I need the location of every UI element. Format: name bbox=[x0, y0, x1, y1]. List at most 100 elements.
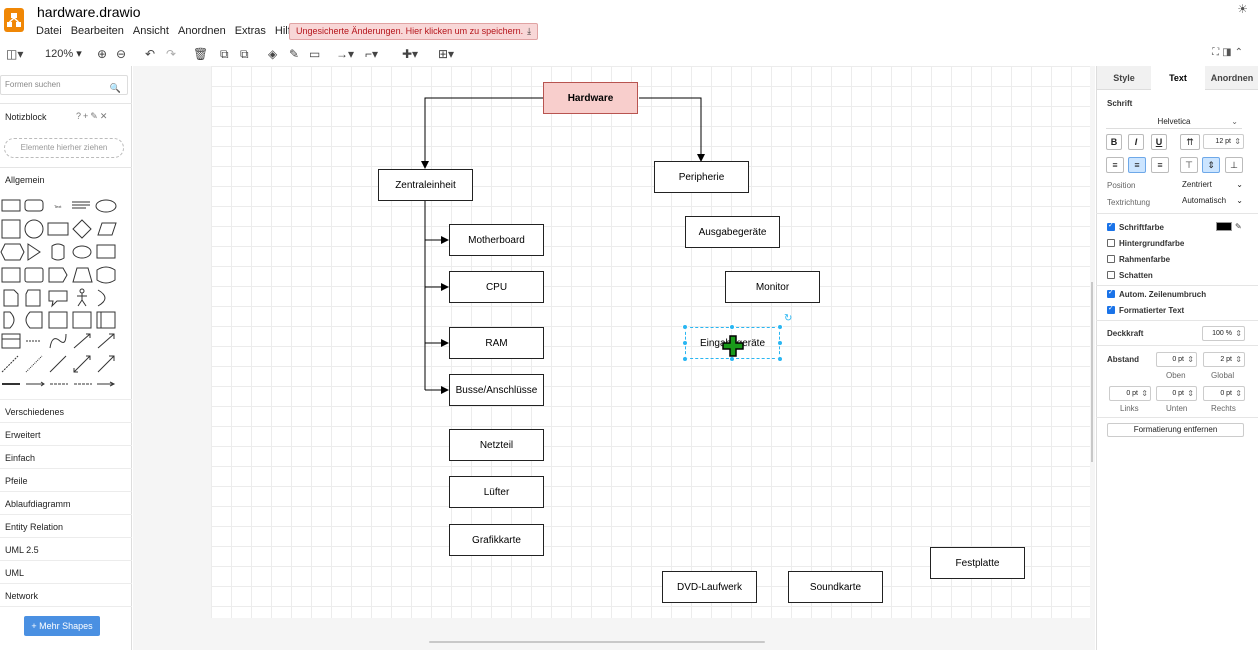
to-back-icon[interactable]: ⧉ bbox=[240, 47, 249, 61]
fill-color-icon[interactable]: ◈ bbox=[268, 47, 278, 61]
hintergrundfarbe-checkbox[interactable] bbox=[1107, 239, 1115, 247]
align-left-button[interactable]: ≡ bbox=[1106, 157, 1124, 173]
category-entity-relation[interactable]: Entity Relation bbox=[5, 522, 64, 532]
section-allgemein[interactable]: Allgemein bbox=[5, 175, 45, 185]
view-panels-icon[interactable]: ◫▾ bbox=[6, 47, 24, 61]
category-einfach[interactable]: Einfach bbox=[5, 453, 36, 463]
collapse-icon[interactable]: ⌃ bbox=[1234, 47, 1246, 58]
tab-anordnen[interactable]: Anordnen bbox=[1205, 66, 1258, 90]
deckkraft-input[interactable]: 100 % bbox=[1202, 326, 1245, 341]
category-ablaufdiagramm[interactable]: Ablaufdiagramm bbox=[5, 499, 71, 509]
search-icon[interactable]: 🔍 bbox=[109, 83, 121, 93]
delete-icon[interactable]: 🗑 bbox=[193, 47, 209, 61]
shadow-icon[interactable]: ▭ bbox=[309, 47, 321, 61]
tab-style[interactable]: Style bbox=[1097, 66, 1151, 90]
node-cpu[interactable]: CPU bbox=[449, 271, 544, 303]
category-verschiedenes[interactable]: Verschiedenes bbox=[5, 407, 65, 417]
zoom-out-icon[interactable]: ⊖ bbox=[116, 47, 127, 61]
align-top-button[interactable]: ⊤ bbox=[1180, 157, 1198, 173]
notizblock-title[interactable]: Notizblock bbox=[5, 112, 47, 122]
insert-plus-icon[interactable]: ✚▾ bbox=[402, 47, 419, 61]
rahmenfarbe-checkbox[interactable] bbox=[1107, 255, 1115, 263]
zeilenumbruch-checkbox[interactable] bbox=[1107, 288, 1115, 298]
textrichtung-select[interactable]: Automatisch⌄ bbox=[1182, 194, 1245, 208]
menu-anordnen[interactable]: Anordnen bbox=[177, 25, 226, 37]
zoom-dropdown[interactable]: 120% ▾ bbox=[45, 48, 82, 60]
undo-icon[interactable]: ↶ bbox=[145, 47, 156, 61]
format-panel-icon[interactable]: ◨ bbox=[1222, 47, 1235, 58]
align-center-button[interactable]: ≡ bbox=[1128, 157, 1146, 173]
search-shapes-input[interactable]: Formen suchen 🔍 bbox=[0, 75, 128, 95]
node-peripherie[interactable]: Peripherie bbox=[654, 161, 749, 193]
bold-button[interactable]: B bbox=[1106, 134, 1122, 150]
spacing-top-input[interactable]: 0 pt bbox=[1156, 352, 1197, 367]
remove-formatting-button[interactable]: Formatierung entfernen bbox=[1107, 423, 1244, 437]
spacing-global-input[interactable]: 2 pt bbox=[1203, 352, 1245, 367]
help-icon[interactable]: ? bbox=[76, 111, 84, 121]
node-festplatte[interactable]: Festplatte bbox=[930, 547, 1025, 579]
edit-color-icon[interactable]: ✎ bbox=[1235, 222, 1242, 231]
more-shapes-button[interactable]: + Mehr Shapes bbox=[24, 616, 100, 636]
table-icon[interactable]: ⊞▾ bbox=[438, 47, 455, 61]
font-color-swatch[interactable] bbox=[1216, 222, 1232, 231]
connection-icon[interactable]: →▾ bbox=[336, 47, 355, 61]
align-middle-button[interactable]: ⇕ bbox=[1202, 157, 1220, 173]
zoom-in-icon[interactable]: ⊕ bbox=[97, 47, 108, 61]
node-monitor[interactable]: Monitor bbox=[725, 271, 820, 303]
unsaved-changes-button[interactable]: Ungesicherte Änderungen. Hier klicken um… bbox=[289, 23, 539, 40]
node-zentraleinheit[interactable]: Zentraleinheit bbox=[378, 169, 473, 201]
category-network[interactable]: Network bbox=[5, 591, 39, 601]
node-busse[interactable]: Busse/Anschlüsse bbox=[449, 374, 544, 406]
horizontal-scrollbar[interactable] bbox=[429, 641, 765, 643]
underline-button[interactable]: U bbox=[1151, 134, 1167, 150]
node-hardware[interactable]: Hardware bbox=[543, 82, 638, 114]
resize-handle[interactable] bbox=[777, 356, 783, 362]
resize-handle[interactable] bbox=[777, 340, 783, 346]
file-title[interactable]: hardware.drawio bbox=[37, 4, 141, 20]
tab-text[interactable]: Text bbox=[1151, 66, 1205, 90]
spacing-bottom-input[interactable]: 0 pt bbox=[1156, 386, 1197, 401]
diagram-canvas[interactable]: Hardware Zentraleinheit Peripherie Mothe… bbox=[133, 66, 1095, 650]
close-icon[interactable]: ✕ bbox=[99, 111, 110, 121]
node-grafikkarte[interactable]: Grafikkarte bbox=[449, 524, 544, 556]
edit-icon[interactable]: ✎ bbox=[90, 111, 100, 121]
add-icon[interactable]: + bbox=[83, 111, 91, 121]
resize-handle[interactable] bbox=[777, 324, 783, 330]
to-front-icon[interactable]: ⧉ bbox=[220, 47, 229, 61]
general-shapes-palette[interactable]: Text bbox=[0, 194, 132, 394]
vertical-text-button[interactable]: ⇈ bbox=[1180, 134, 1200, 150]
node-motherboard[interactable]: Motherboard bbox=[449, 224, 544, 256]
resize-handle[interactable] bbox=[682, 324, 688, 330]
menu-bearbeiten[interactable]: Bearbeiten bbox=[70, 25, 124, 37]
formatierter-text-checkbox[interactable] bbox=[1107, 304, 1115, 314]
fullscreen-icon[interactable]: ⛶ bbox=[1212, 47, 1223, 58]
node-luefter[interactable]: Lüfter bbox=[449, 476, 544, 508]
position-select[interactable]: Zentriert⌄ bbox=[1182, 178, 1245, 192]
rotate-handle-icon[interactable]: ↻ bbox=[784, 313, 793, 324]
category-pfeile[interactable]: Pfeile bbox=[5, 476, 28, 486]
redo-icon[interactable]: ↷ bbox=[166, 47, 177, 61]
resize-handle[interactable] bbox=[729, 324, 735, 330]
category-erweitert[interactable]: Erweitert bbox=[5, 430, 41, 440]
spacing-left-input[interactable]: 0 pt bbox=[1109, 386, 1151, 401]
drop-zone[interactable]: Elemente hierher ziehen bbox=[4, 138, 124, 158]
schatten-checkbox[interactable] bbox=[1107, 271, 1115, 279]
menu-datei[interactable]: Datei bbox=[36, 25, 62, 37]
vertical-scrollbar[interactable] bbox=[1091, 282, 1093, 462]
resize-handle[interactable] bbox=[682, 356, 688, 362]
align-right-button[interactable]: ≡ bbox=[1151, 157, 1169, 173]
category-uml-25[interactable]: UML 2.5 bbox=[5, 545, 39, 555]
node-ram[interactable]: RAM bbox=[449, 327, 544, 359]
menu-extras[interactable]: Extras bbox=[234, 25, 266, 37]
font-size-input[interactable]: 12 pt bbox=[1203, 134, 1244, 149]
italic-button[interactable]: I bbox=[1128, 134, 1144, 150]
theme-sun-icon[interactable]: ☀ bbox=[1237, 2, 1248, 16]
node-ausgabegeraete[interactable]: Ausgabegeräte bbox=[685, 216, 780, 248]
schriftfarbe-checkbox[interactable] bbox=[1107, 221, 1115, 231]
line-color-icon[interactable]: ✎ bbox=[289, 47, 300, 61]
waypoints-icon[interactable]: ⌐▾ bbox=[365, 47, 379, 61]
diagram-page[interactable]: Hardware Zentraleinheit Peripherie Mothe… bbox=[211, 66, 1090, 618]
category-uml[interactable]: UML bbox=[5, 568, 25, 578]
node-netzteil[interactable]: Netzteil bbox=[449, 429, 544, 461]
align-bottom-button[interactable]: ⊥ bbox=[1225, 157, 1243, 173]
